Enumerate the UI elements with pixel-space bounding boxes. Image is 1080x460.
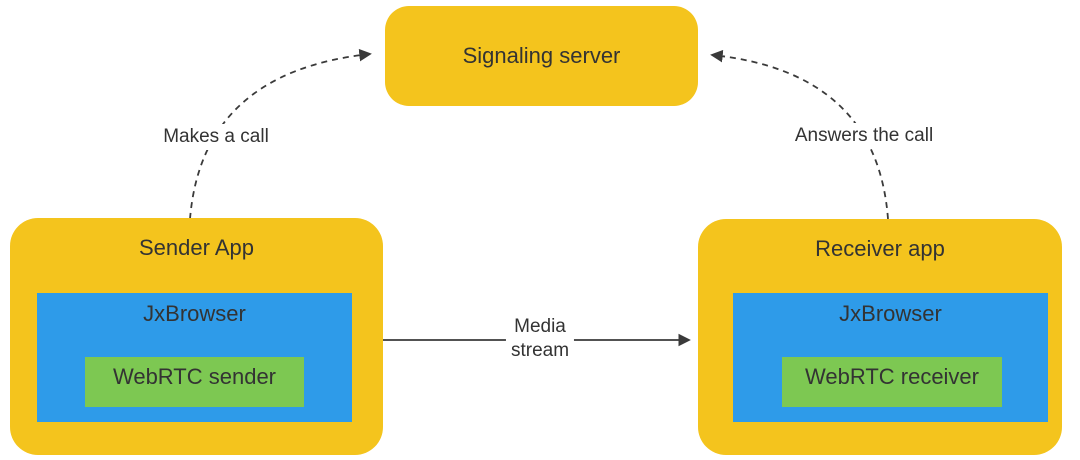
makes-a-call-label: Makes a call [158,124,274,150]
media-stream-label: Media stream [505,314,575,364]
webrtc-sender-label: WebRTC sender [112,364,277,389]
signaling-server-node: Signaling server [385,6,698,106]
receiver-jxbrowser-label: JxBrowser [839,301,942,326]
answers-the-call-label: Answers the call [789,123,939,149]
receiver-app-node: Receiver app JxBrowser WebRTC receiver [698,219,1062,455]
receiver-jxbrowser-box: JxBrowser WebRTC receiver [733,293,1048,422]
signaling-server-label: Signaling server [462,43,621,68]
receiver-app-label: Receiver app [815,236,945,261]
makes-a-call-arrow [189,48,372,220]
sender-jxbrowser-label: JxBrowser [143,301,246,326]
sender-app-node: Sender App JxBrowser WebRTC sender [10,218,383,455]
sender-app-label: Sender App [139,235,254,260]
webrtc-sender-box: WebRTC sender [85,357,304,407]
webrtc-receiver-box: WebRTC receiver [782,357,1002,407]
answers-the-call-arrow [710,49,889,220]
webrtc-receiver-label: WebRTC receiver [804,364,979,389]
media-stream-label-line1: Media [514,316,566,337]
media-stream-label-line2: stream [510,340,570,361]
sender-jxbrowser-box: JxBrowser WebRTC sender [37,293,352,422]
